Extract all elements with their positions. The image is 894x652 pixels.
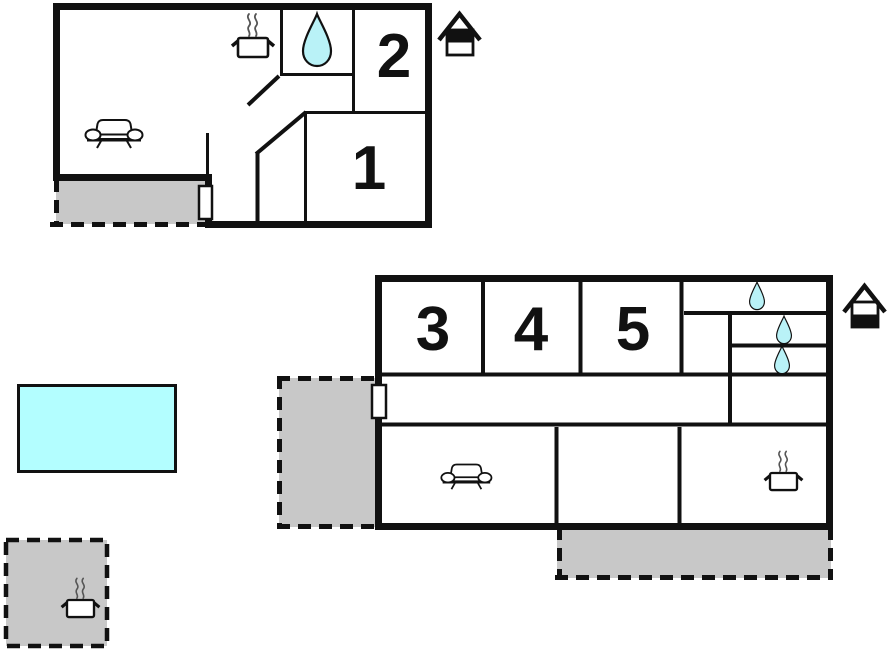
door-marker bbox=[197, 184, 214, 221]
sofa-icon bbox=[440, 463, 493, 490]
hall-diagonal-wall bbox=[254, 110, 308, 156]
house-ground-level-icon bbox=[842, 282, 887, 329]
upper-terrace-area bbox=[56, 179, 205, 224]
room-label-2: 2 bbox=[376, 22, 412, 91]
house-upper-level-icon bbox=[437, 10, 482, 57]
door-marker bbox=[370, 383, 388, 420]
water-drop-icon bbox=[749, 280, 766, 311]
bbq-terrace-area bbox=[3, 537, 110, 649]
side-patio-area bbox=[279, 378, 378, 527]
bottom-terrace-area bbox=[557, 527, 831, 578]
sofa-icon bbox=[84, 119, 144, 149]
upper-building-outline bbox=[53, 3, 432, 228]
stove-icon bbox=[60, 577, 101, 619]
ground-floor-plan bbox=[277, 275, 887, 580]
water-drop-icon bbox=[774, 344, 791, 375]
bbq-terrace bbox=[3, 537, 110, 649]
room-label-1: 1 bbox=[351, 134, 387, 203]
room-label-5: 5 bbox=[615, 295, 651, 364]
kitchen-diagonal-wall bbox=[246, 74, 281, 107]
room-label-3: 3 bbox=[415, 295, 451, 364]
room-label-4: 4 bbox=[513, 295, 549, 364]
water-drop-icon bbox=[776, 314, 793, 345]
stove-icon bbox=[763, 450, 804, 492]
upper-floor-plan bbox=[50, 3, 482, 228]
swimming-pool bbox=[17, 384, 177, 473]
water-drop-icon bbox=[301, 10, 333, 68]
stove-icon bbox=[230, 13, 276, 59]
